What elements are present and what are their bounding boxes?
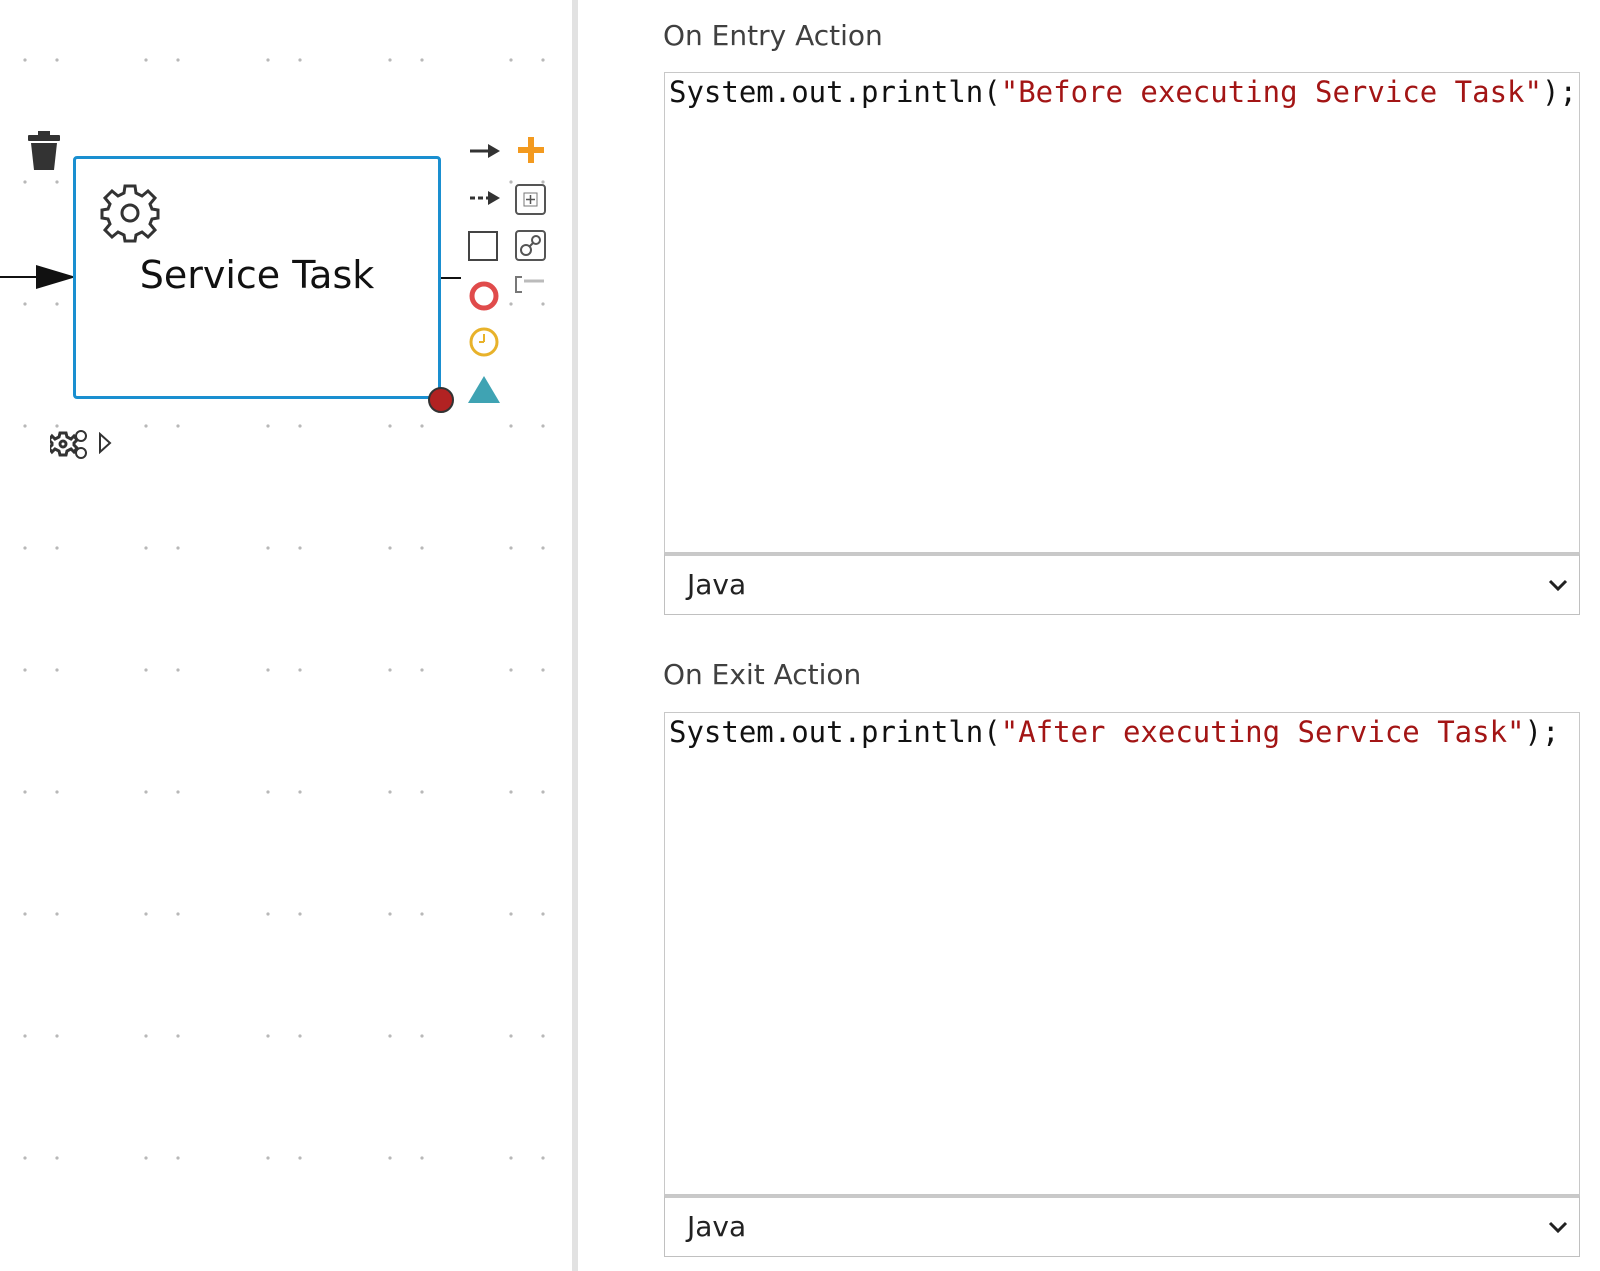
on-exit-action-label: On Exit Action: [663, 658, 862, 691]
code-prefix: System.out.println(: [669, 715, 1001, 749]
gear-icon: [100, 184, 160, 243]
chevron-down-icon: [1548, 579, 1568, 592]
diagram-canvas[interactable]: Service Task: [0, 0, 572, 1271]
connector-icon[interactable]: [514, 229, 548, 263]
expand-toolbox-icon[interactable]: [97, 432, 113, 454]
task-icon[interactable]: [467, 230, 499, 262]
sequence-flow-icon[interactable]: [468, 139, 502, 163]
code-string-literal: "Before executing Service Task": [1000, 75, 1542, 109]
code-suffix: );: [1524, 715, 1560, 749]
code-suffix: );: [1541, 75, 1577, 109]
on-exit-language-select[interactable]: Java: [664, 1195, 1580, 1257]
code-string-literal: "After executing Service Task": [1000, 715, 1525, 749]
gateway-icon[interactable]: [466, 374, 502, 406]
service-task-node[interactable]: Service Task: [73, 156, 441, 399]
text-annotation-icon[interactable]: [514, 276, 548, 294]
settings-icon[interactable]: [50, 426, 90, 462]
delete-icon[interactable]: [27, 131, 61, 171]
code-prefix: System.out.println(: [669, 75, 1001, 109]
incoming-sequence-flow[interactable]: [0, 262, 80, 292]
on-entry-language-select[interactable]: Java: [664, 553, 1580, 615]
association-icon[interactable]: [468, 186, 502, 210]
panel-divider[interactable]: [572, 0, 578, 1271]
selected-language: Java: [687, 568, 747, 601]
end-event-icon[interactable]: [467, 279, 501, 313]
timer-event-icon[interactable]: [468, 326, 500, 358]
resize-handle[interactable]: [427, 386, 455, 414]
chevron-down-icon: [1548, 1221, 1568, 1234]
selected-language: Java: [687, 1210, 747, 1243]
subprocess-icon[interactable]: [514, 183, 548, 217]
on-entry-action-editor[interactable]: System.out.println("Before executing Ser…: [664, 72, 1580, 553]
add-icon[interactable]: [516, 135, 546, 165]
outgoing-connector-stub: [441, 277, 461, 279]
properties-panel: On Entry Action System.out.println("Befo…: [578, 0, 1600, 1271]
task-label: Service Task: [139, 253, 375, 297]
on-entry-action-label: On Entry Action: [663, 19, 883, 52]
on-exit-action-editor[interactable]: System.out.println("After executing Serv…: [664, 712, 1580, 1195]
